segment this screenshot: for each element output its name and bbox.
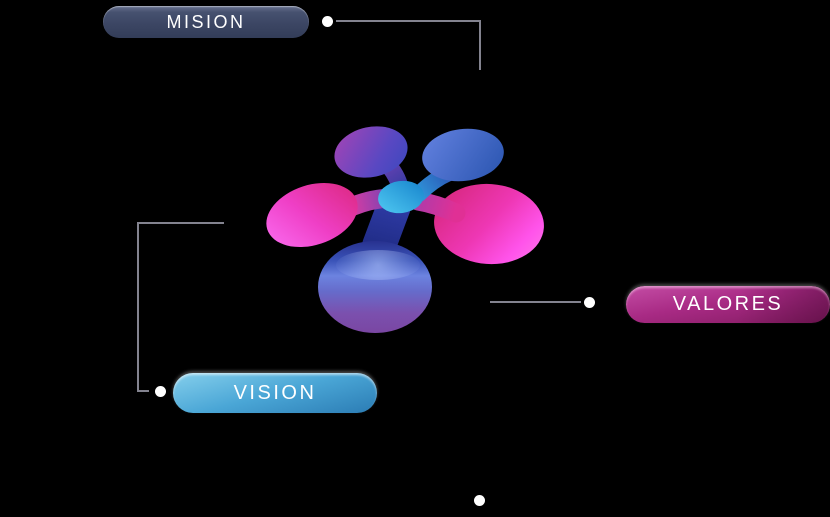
connector-line-vision-bottom [137, 390, 149, 392]
connector-line-mision-vertical [479, 20, 481, 70]
mision-label: MISION [166, 11, 246, 32]
connector-line-vision-vertical [137, 222, 139, 392]
blob-lobe-right [434, 183, 544, 265]
connector-dot-valores [584, 297, 595, 308]
connector-line-vision-top [137, 222, 224, 224]
blob-lobe-top-right [422, 128, 504, 182]
connector-line-valores [490, 301, 581, 303]
blob-lobe-top-left [334, 126, 408, 178]
connector-line-mision-horizontal [336, 20, 481, 22]
valores-label: VALORES [672, 293, 784, 315]
vision-button[interactable]: VISION [173, 373, 377, 413]
blob-sphere-highlight [336, 250, 420, 280]
blob-lobe-left [266, 182, 358, 248]
valores-button[interactable]: VALORES [626, 286, 830, 323]
blob-center [378, 180, 424, 214]
vision-label: VISION [233, 381, 317, 404]
connector-dot-bottom [474, 495, 485, 506]
blob-neck-right [408, 191, 466, 223]
connector-dot-vision [155, 386, 166, 397]
mision-button[interactable]: MISION [103, 6, 309, 38]
blob-trunk [362, 189, 411, 263]
connector-dot-mision [322, 16, 333, 27]
